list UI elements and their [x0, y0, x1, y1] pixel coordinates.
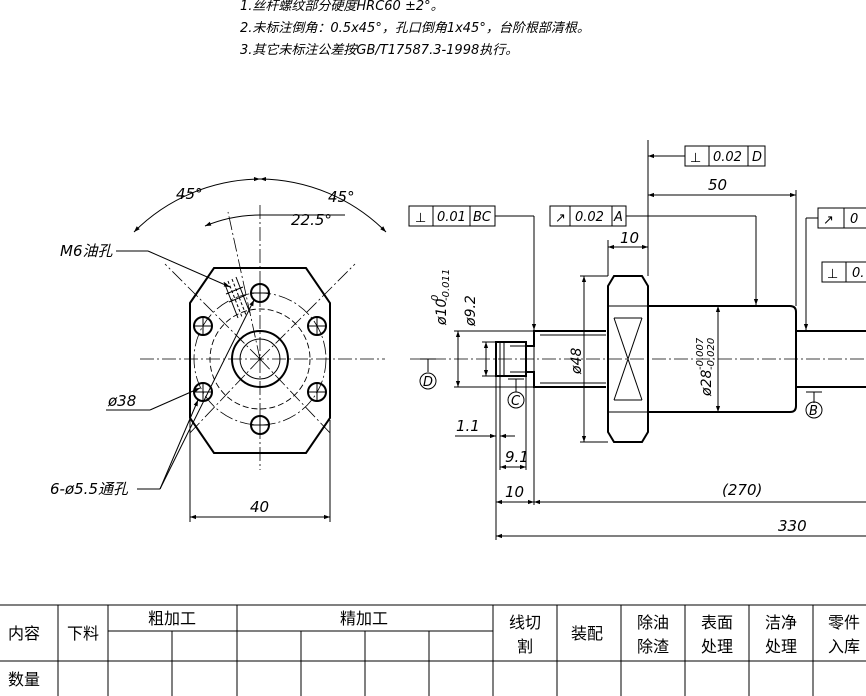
svg-text:↗: ↗	[823, 213, 834, 228]
svg-text:330: 330	[778, 517, 807, 535]
angle-arc-left	[133, 176, 261, 233]
flange-front-view: 45° 45° 22.5° M6油孔 ø38 6-ø5.5通孔 40	[50, 176, 387, 522]
svg-text:ø9.2: ø9.2	[463, 295, 479, 327]
cell-blanking: 下料	[67, 624, 99, 643]
oil-hole	[223, 276, 251, 319]
fcf-runout-right: ↗ 0	[803, 207, 866, 330]
cell-degrease-2: 除渣	[637, 637, 669, 656]
cell-quantity: 数量	[8, 670, 40, 689]
pcd-label: ø38	[107, 392, 136, 410]
svg-text:⊥: ⊥	[415, 211, 426, 226]
svg-text:ø10: ø10	[434, 299, 450, 326]
flange-outline	[189, 267, 331, 454]
oil-hole-label: M6油孔	[60, 242, 113, 260]
cell-wire-2: 割	[517, 637, 533, 656]
svg-text:1.1: 1.1	[456, 417, 480, 435]
svg-text:-0.011: -0.011	[441, 269, 452, 301]
angle-arc-right	[259, 176, 387, 233]
svg-text:A: A	[613, 210, 623, 225]
angle-half-label: 22.5°	[291, 211, 332, 229]
svg-text:-0.007: -0.007	[695, 337, 706, 370]
cell-surface-2: 处理	[701, 637, 733, 656]
cell-rough: 粗加工	[148, 609, 196, 628]
note-1: 1.丝杆螺纹部分硬度HRC60 ±2°。	[240, 0, 444, 14]
svg-text:0: 0	[430, 295, 441, 301]
cell-wire-1: 线切	[509, 613, 541, 632]
svg-text:D: D	[752, 150, 762, 165]
svg-text:BC: BC	[473, 210, 492, 225]
cell-assembly: 装配	[571, 624, 603, 643]
cell-clean-2: 处理	[765, 637, 797, 656]
cell-storage-2: 入库	[828, 637, 860, 656]
cell-storage-1: 零件	[828, 613, 860, 632]
svg-text:-0.020: -0.020	[706, 338, 717, 370]
nut-body	[648, 305, 797, 413]
screw-side-view: ⊥ 0.01 BC ↗ 0.02 A ⊥ 0.02 D	[408, 140, 866, 540]
svg-text:C: C	[511, 394, 521, 409]
note-3: 3.其它未标注公差按GB/T17587.3-1998执行。	[240, 42, 518, 58]
svg-text:0.02: 0.02	[575, 210, 604, 225]
cell-finish: 精加工	[340, 609, 388, 628]
process-table: 内容 下料 粗加工 精加工 线切 割 装配 除油 除渣 表面 处理 洁净 处理 …	[0, 604, 866, 696]
svg-text:0: 0	[850, 212, 858, 227]
bore-inner	[239, 338, 281, 380]
width-label: 40	[250, 498, 269, 516]
svg-text:10: 10	[505, 483, 524, 501]
angle-left-label: 45°	[176, 185, 203, 203]
nut-flange	[607, 275, 649, 443]
fcf-perp-bc: ⊥ 0.01 BC	[408, 205, 537, 330]
thread-circle	[209, 308, 311, 410]
svg-text:(270): (270)	[722, 481, 762, 499]
svg-text:⊥: ⊥	[827, 267, 838, 282]
cell-clean-1: 洁净	[765, 613, 797, 632]
note-2: 2.未标注倒角：0.5x45°，孔口倒角1x45°，台阶根部清根。	[240, 21, 590, 36]
fcf-runout-a: ↗ 0.02 A	[549, 205, 759, 305]
angle-right-label: 45°	[328, 188, 355, 206]
mounting-holes	[193, 283, 327, 435]
svg-text:ø28: ø28	[699, 370, 715, 397]
svg-text:B: B	[809, 404, 818, 419]
svg-text:9.1: 9.1	[505, 448, 529, 466]
fcf-perp-d: ⊥ 0.02 D	[648, 145, 766, 167]
bore-outer	[231, 330, 289, 388]
technical-notes: 1.丝杆螺纹部分硬度HRC60 ±2°。 2.未标注倒角：0.5x45°，孔口倒…	[240, 0, 590, 58]
svg-text:0.02: 0.02	[713, 150, 742, 165]
cell-degrease-1: 除油	[637, 613, 669, 632]
svg-text:⊥: ⊥	[690, 151, 701, 166]
svg-text:10: 10	[620, 229, 639, 247]
svg-text:↗: ↗	[555, 211, 566, 226]
svg-text:0.01: 0.01	[437, 210, 466, 225]
svg-text:ø48: ø48	[569, 348, 585, 375]
svg-text:0.: 0.	[852, 266, 864, 281]
cell-content: 内容	[8, 624, 40, 643]
screw-rod	[796, 330, 866, 388]
svg-text:50: 50	[708, 176, 727, 194]
fcf-perp-right: ⊥ 0.	[821, 261, 866, 283]
svg-text:D: D	[423, 375, 433, 390]
cell-surface-1: 表面	[701, 613, 733, 632]
angle-arc-half	[204, 214, 261, 227]
holes-label: 6-ø5.5通孔	[50, 480, 129, 498]
